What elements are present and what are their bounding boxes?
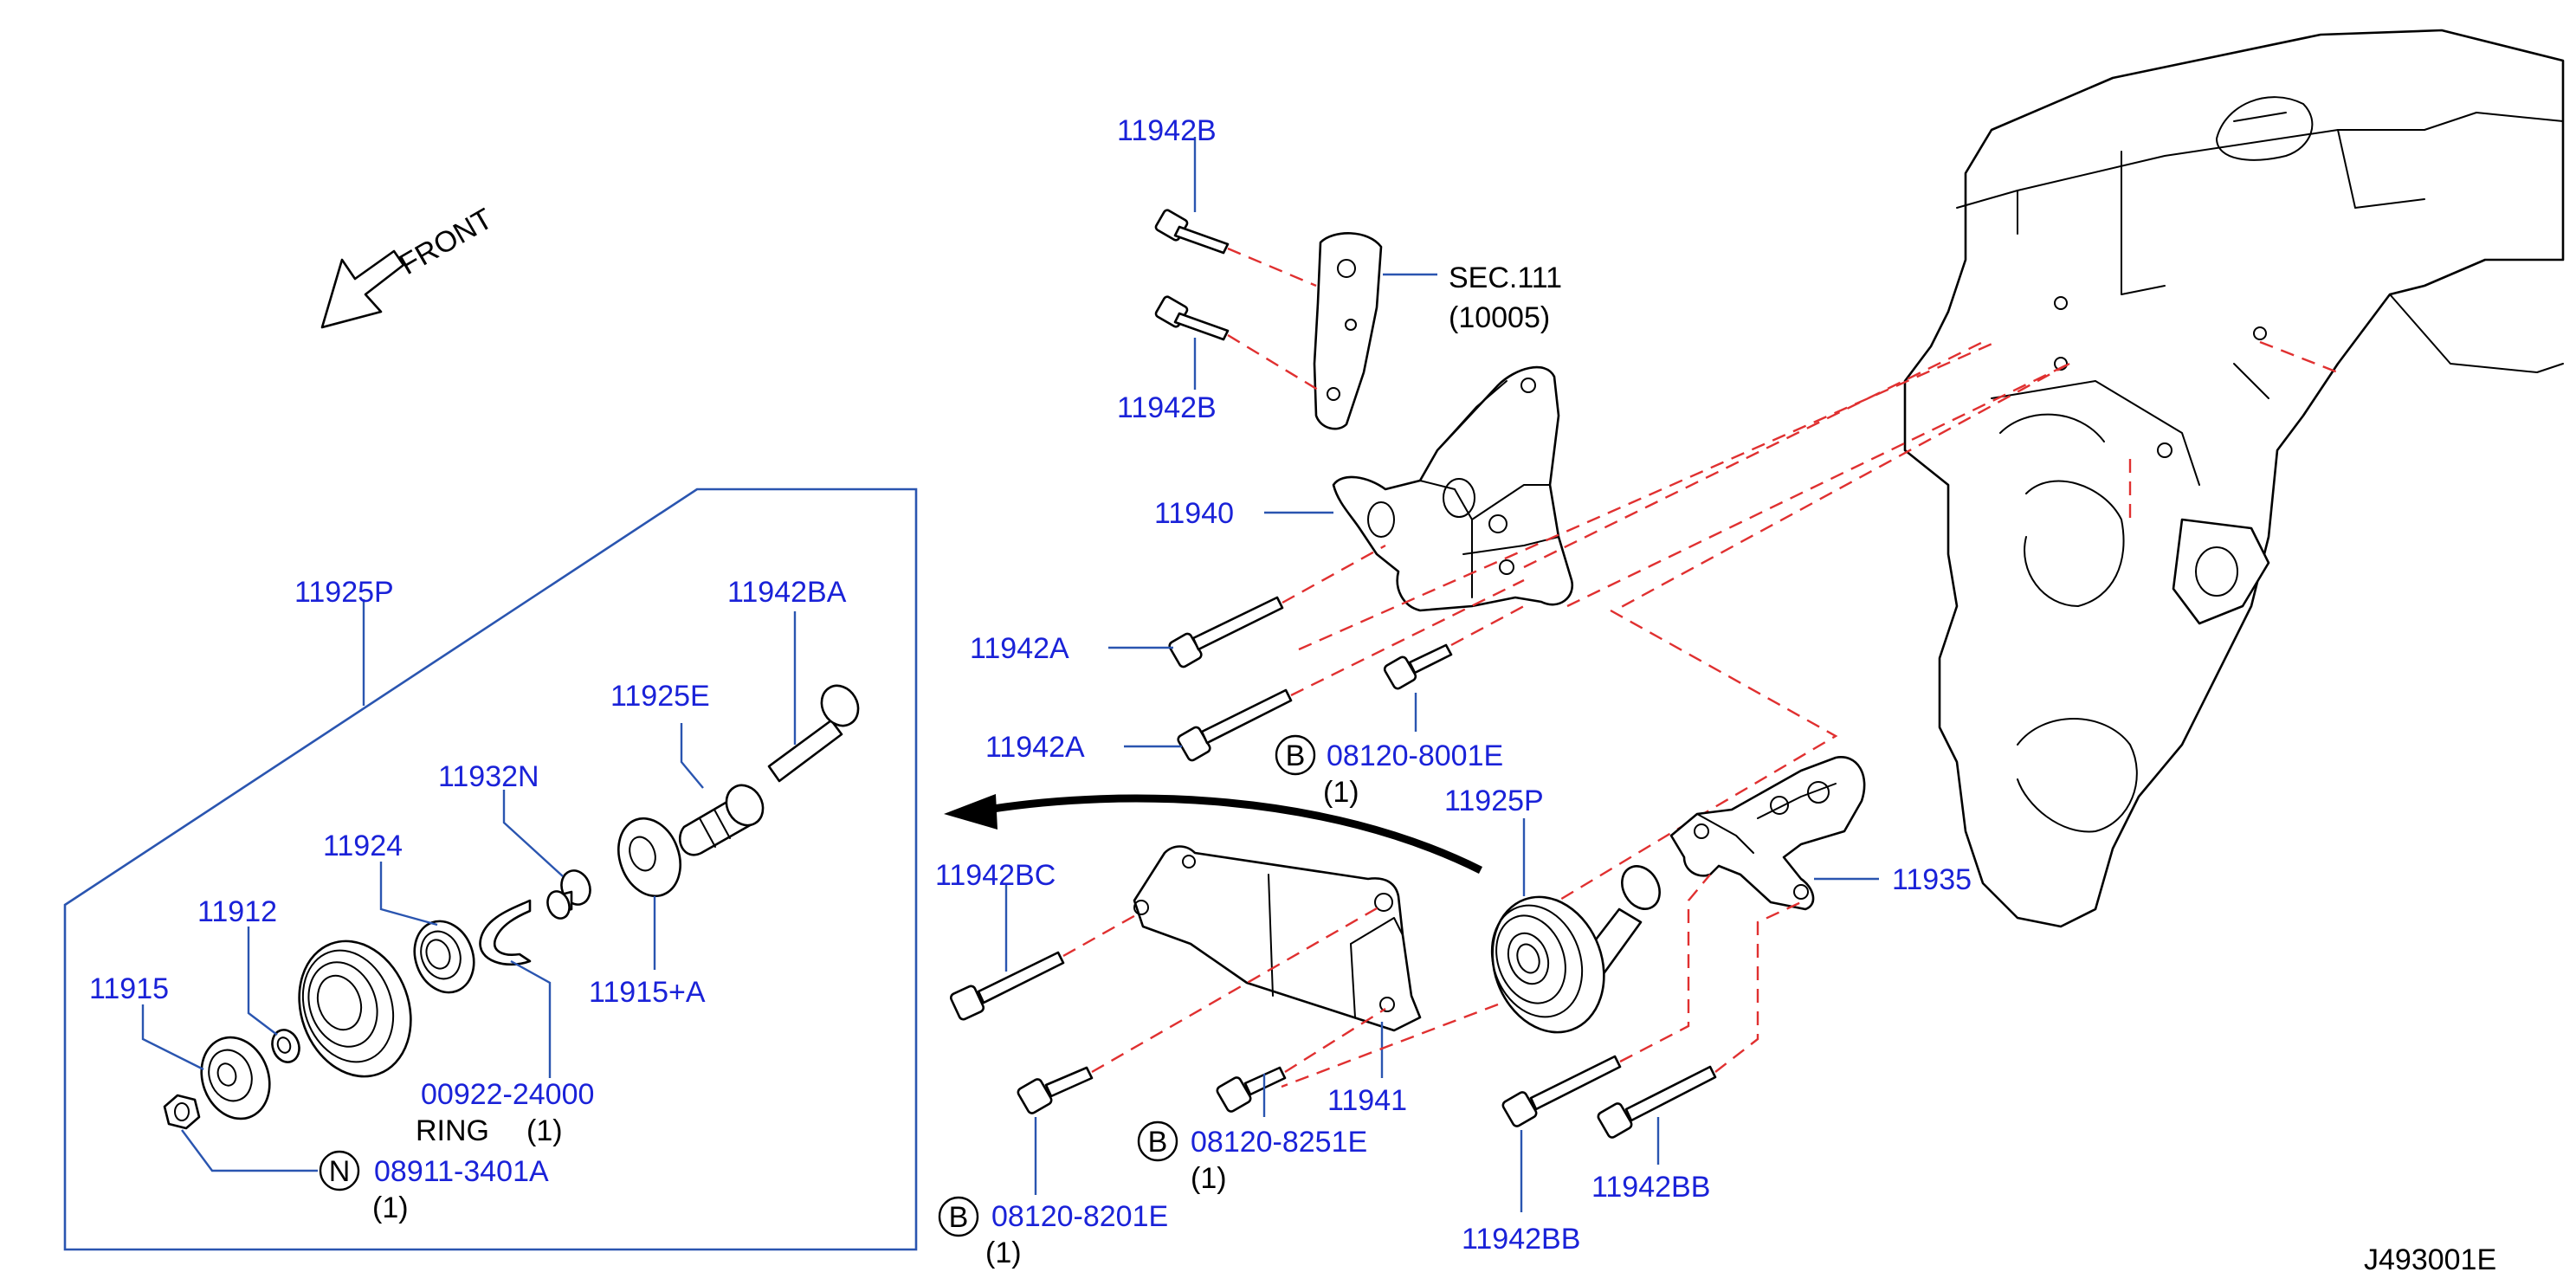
cover-11915 xyxy=(200,1036,271,1120)
bolt-11942b-upper xyxy=(1154,209,1230,255)
label-11942bc: 11942BC xyxy=(935,859,1056,892)
washer-11915a xyxy=(617,817,681,898)
label-11925p-inset: 11925P xyxy=(294,576,394,609)
label-11915: 11915 xyxy=(89,972,169,1005)
label-08120-8251e: 08120-8251E xyxy=(1191,1126,1367,1159)
bolt-11942a-upper xyxy=(1168,596,1284,668)
label-11924: 11924 xyxy=(323,830,403,862)
label-ring: RING xyxy=(416,1114,489,1147)
bolt-11942ba xyxy=(767,684,860,783)
bracket-11935 xyxy=(1669,756,1866,911)
spacer-11932n xyxy=(546,869,591,920)
qty-08120-8251e: (1) xyxy=(1191,1162,1227,1195)
label-11940: 11940 xyxy=(1154,497,1234,530)
nut-08911-3401a xyxy=(163,1094,201,1130)
front-label: FRONT xyxy=(394,202,498,281)
label-11942b-top: 11942B xyxy=(1117,114,1217,147)
label-11932n: 11932N xyxy=(438,760,539,793)
label-11925p-main: 11925P xyxy=(1444,785,1544,817)
diagram-id: J493001E xyxy=(2364,1243,2496,1276)
bracket-11941 xyxy=(1133,845,1422,1032)
label-00922-24000: 00922-24000 xyxy=(421,1078,594,1111)
badge-b-8001: B xyxy=(1275,734,1316,776)
badge-b-8201: B xyxy=(938,1196,979,1237)
callout-arrow xyxy=(944,794,1483,875)
label-11925e: 11925E xyxy=(610,680,710,713)
qty-ring: (1) xyxy=(526,1114,563,1147)
label-08911-3401a: 08911-3401A xyxy=(374,1155,549,1188)
label-08120-8201e: 08120-8201E xyxy=(991,1200,1168,1233)
label-sec111: SEC.111 xyxy=(1449,262,1562,294)
qty-08120-8201e: (1) xyxy=(985,1237,1022,1269)
qty-08911-3401a: (1) xyxy=(372,1191,409,1224)
bolt-11942bb-right xyxy=(1597,1065,1717,1139)
bolt-08120-8251e xyxy=(1216,1066,1287,1113)
svg-text:N: N xyxy=(329,1155,351,1188)
label-11915a: 11915+A xyxy=(589,976,706,1009)
label-11942bb-right: 11942BB xyxy=(1591,1171,1710,1204)
label-11912: 11912 xyxy=(197,895,277,928)
bolt-11942bc xyxy=(949,951,1065,1021)
sec111-plate xyxy=(1313,232,1383,430)
front-direction-arrow xyxy=(320,249,405,329)
bearing-11912 xyxy=(271,1029,300,1063)
bolt-11942bb-left xyxy=(1501,1055,1622,1127)
svg-text:B: B xyxy=(1148,1126,1168,1159)
bolt-08120-8001e xyxy=(1383,643,1453,690)
label-sec111-code: (10005) xyxy=(1449,301,1550,334)
inset-frame xyxy=(63,488,918,1251)
engine-block-outline xyxy=(1903,29,2565,928)
label-11942a-lower: 11942A xyxy=(985,731,1085,764)
svg-text:B: B xyxy=(949,1201,969,1234)
bearing-11924 xyxy=(413,920,475,994)
label-08120-8001e: 08120-8001E xyxy=(1327,739,1503,772)
shaft-11925e xyxy=(679,784,765,856)
label-11935: 11935 xyxy=(1892,863,1972,896)
bolt-08120-8201e xyxy=(1017,1066,1094,1114)
label-11941: 11941 xyxy=(1327,1084,1407,1117)
badge-n-nut: N xyxy=(319,1150,360,1191)
label-11942bb-left: 11942BB xyxy=(1462,1223,1580,1256)
snap-ring-00922-24000 xyxy=(479,899,532,966)
qty-08120-8001e: (1) xyxy=(1323,776,1359,809)
label-11942ba: 11942BA xyxy=(727,576,847,609)
bracket-11940 xyxy=(1332,365,1574,612)
label-11942b-bottom: 11942B xyxy=(1117,391,1217,424)
bolt-11942b-lower xyxy=(1154,295,1230,341)
bolt-11942a-lower xyxy=(1177,688,1293,762)
label-11942a-upper: 11942A xyxy=(970,632,1069,665)
pulley-11925p-inset xyxy=(298,940,412,1078)
badge-b-8251: B xyxy=(1137,1120,1178,1162)
svg-text:B: B xyxy=(1286,739,1306,772)
pulley-11925p-main xyxy=(1490,865,1661,1034)
